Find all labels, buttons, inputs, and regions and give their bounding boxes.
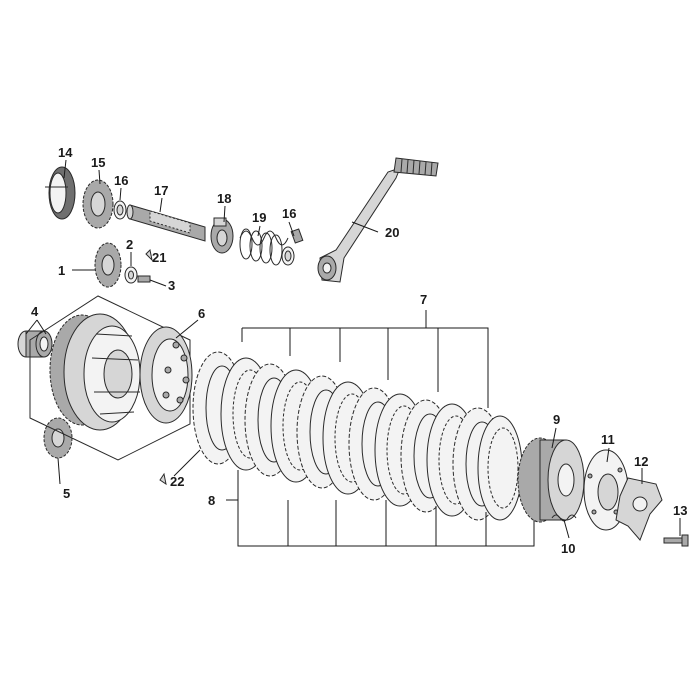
part-17-kick-shaft (126, 204, 206, 242)
callout-16a: 16 (114, 173, 128, 188)
part-11-pressure-plate (583, 449, 629, 531)
callout-7: 7 (420, 292, 427, 307)
callout-13: 13 (673, 503, 687, 518)
part-16-washer-a (113, 200, 127, 220)
bracket-8 (226, 470, 535, 547)
callout-16b: 16 (282, 206, 296, 221)
callout-18: 18 (217, 191, 231, 206)
part-5-primary-gear (43, 417, 73, 459)
callout-9: 9 (553, 412, 560, 427)
callout-11: 11 (601, 432, 615, 447)
callout-19: 19 (252, 210, 266, 225)
callout-14: 14 (58, 145, 73, 160)
callout-4: 4 (31, 304, 39, 319)
part-20-kick-lever (317, 157, 439, 283)
callout-12: 12 (634, 454, 648, 469)
part-22-pin (159, 472, 167, 486)
callout-21: 21 (152, 250, 166, 265)
part-13-bolt (663, 534, 689, 547)
part-3-bolt (137, 275, 151, 283)
bracket-7 (241, 310, 489, 408)
leader-lines (25, 159, 681, 539)
callout-15: 15 (91, 155, 105, 170)
part-2-washer (124, 266, 138, 284)
callout-10: 10 (561, 541, 575, 556)
part-1-idle-gear (94, 242, 122, 288)
callout-3: 3 (168, 278, 175, 293)
callout-22: 22 (170, 474, 184, 489)
part-9-clutch-hub (517, 437, 585, 523)
part-15-kick-gear (82, 179, 114, 229)
part-12-lifter-plate (615, 477, 663, 541)
callout-17: 17 (154, 183, 168, 198)
callout-6: 6 (198, 306, 205, 321)
part-4-needle-bearing (17, 330, 53, 358)
part-18-ratchet (210, 217, 234, 254)
part-basket-outline-box (29, 295, 191, 461)
callout-labels: 1 2 3 4 5 6 7 8 9 10 11 12 13 14 15 16 1… (31, 145, 687, 556)
callout-1: 1 (58, 263, 65, 278)
part-19-spring (239, 228, 289, 266)
callout-2: 2 (126, 237, 133, 252)
clutch-plates (192, 351, 523, 521)
callout-5: 5 (63, 486, 70, 501)
callout-8: 8 (208, 493, 215, 508)
part-21-pin (145, 248, 153, 262)
part-6-pressure-hub (139, 326, 193, 424)
part-14-cover-disc (45, 166, 76, 220)
callout-20: 20 (385, 225, 399, 240)
clutch-basket (49, 313, 141, 431)
part-16-washer-b (281, 246, 295, 266)
part-16-bolt (290, 228, 304, 244)
